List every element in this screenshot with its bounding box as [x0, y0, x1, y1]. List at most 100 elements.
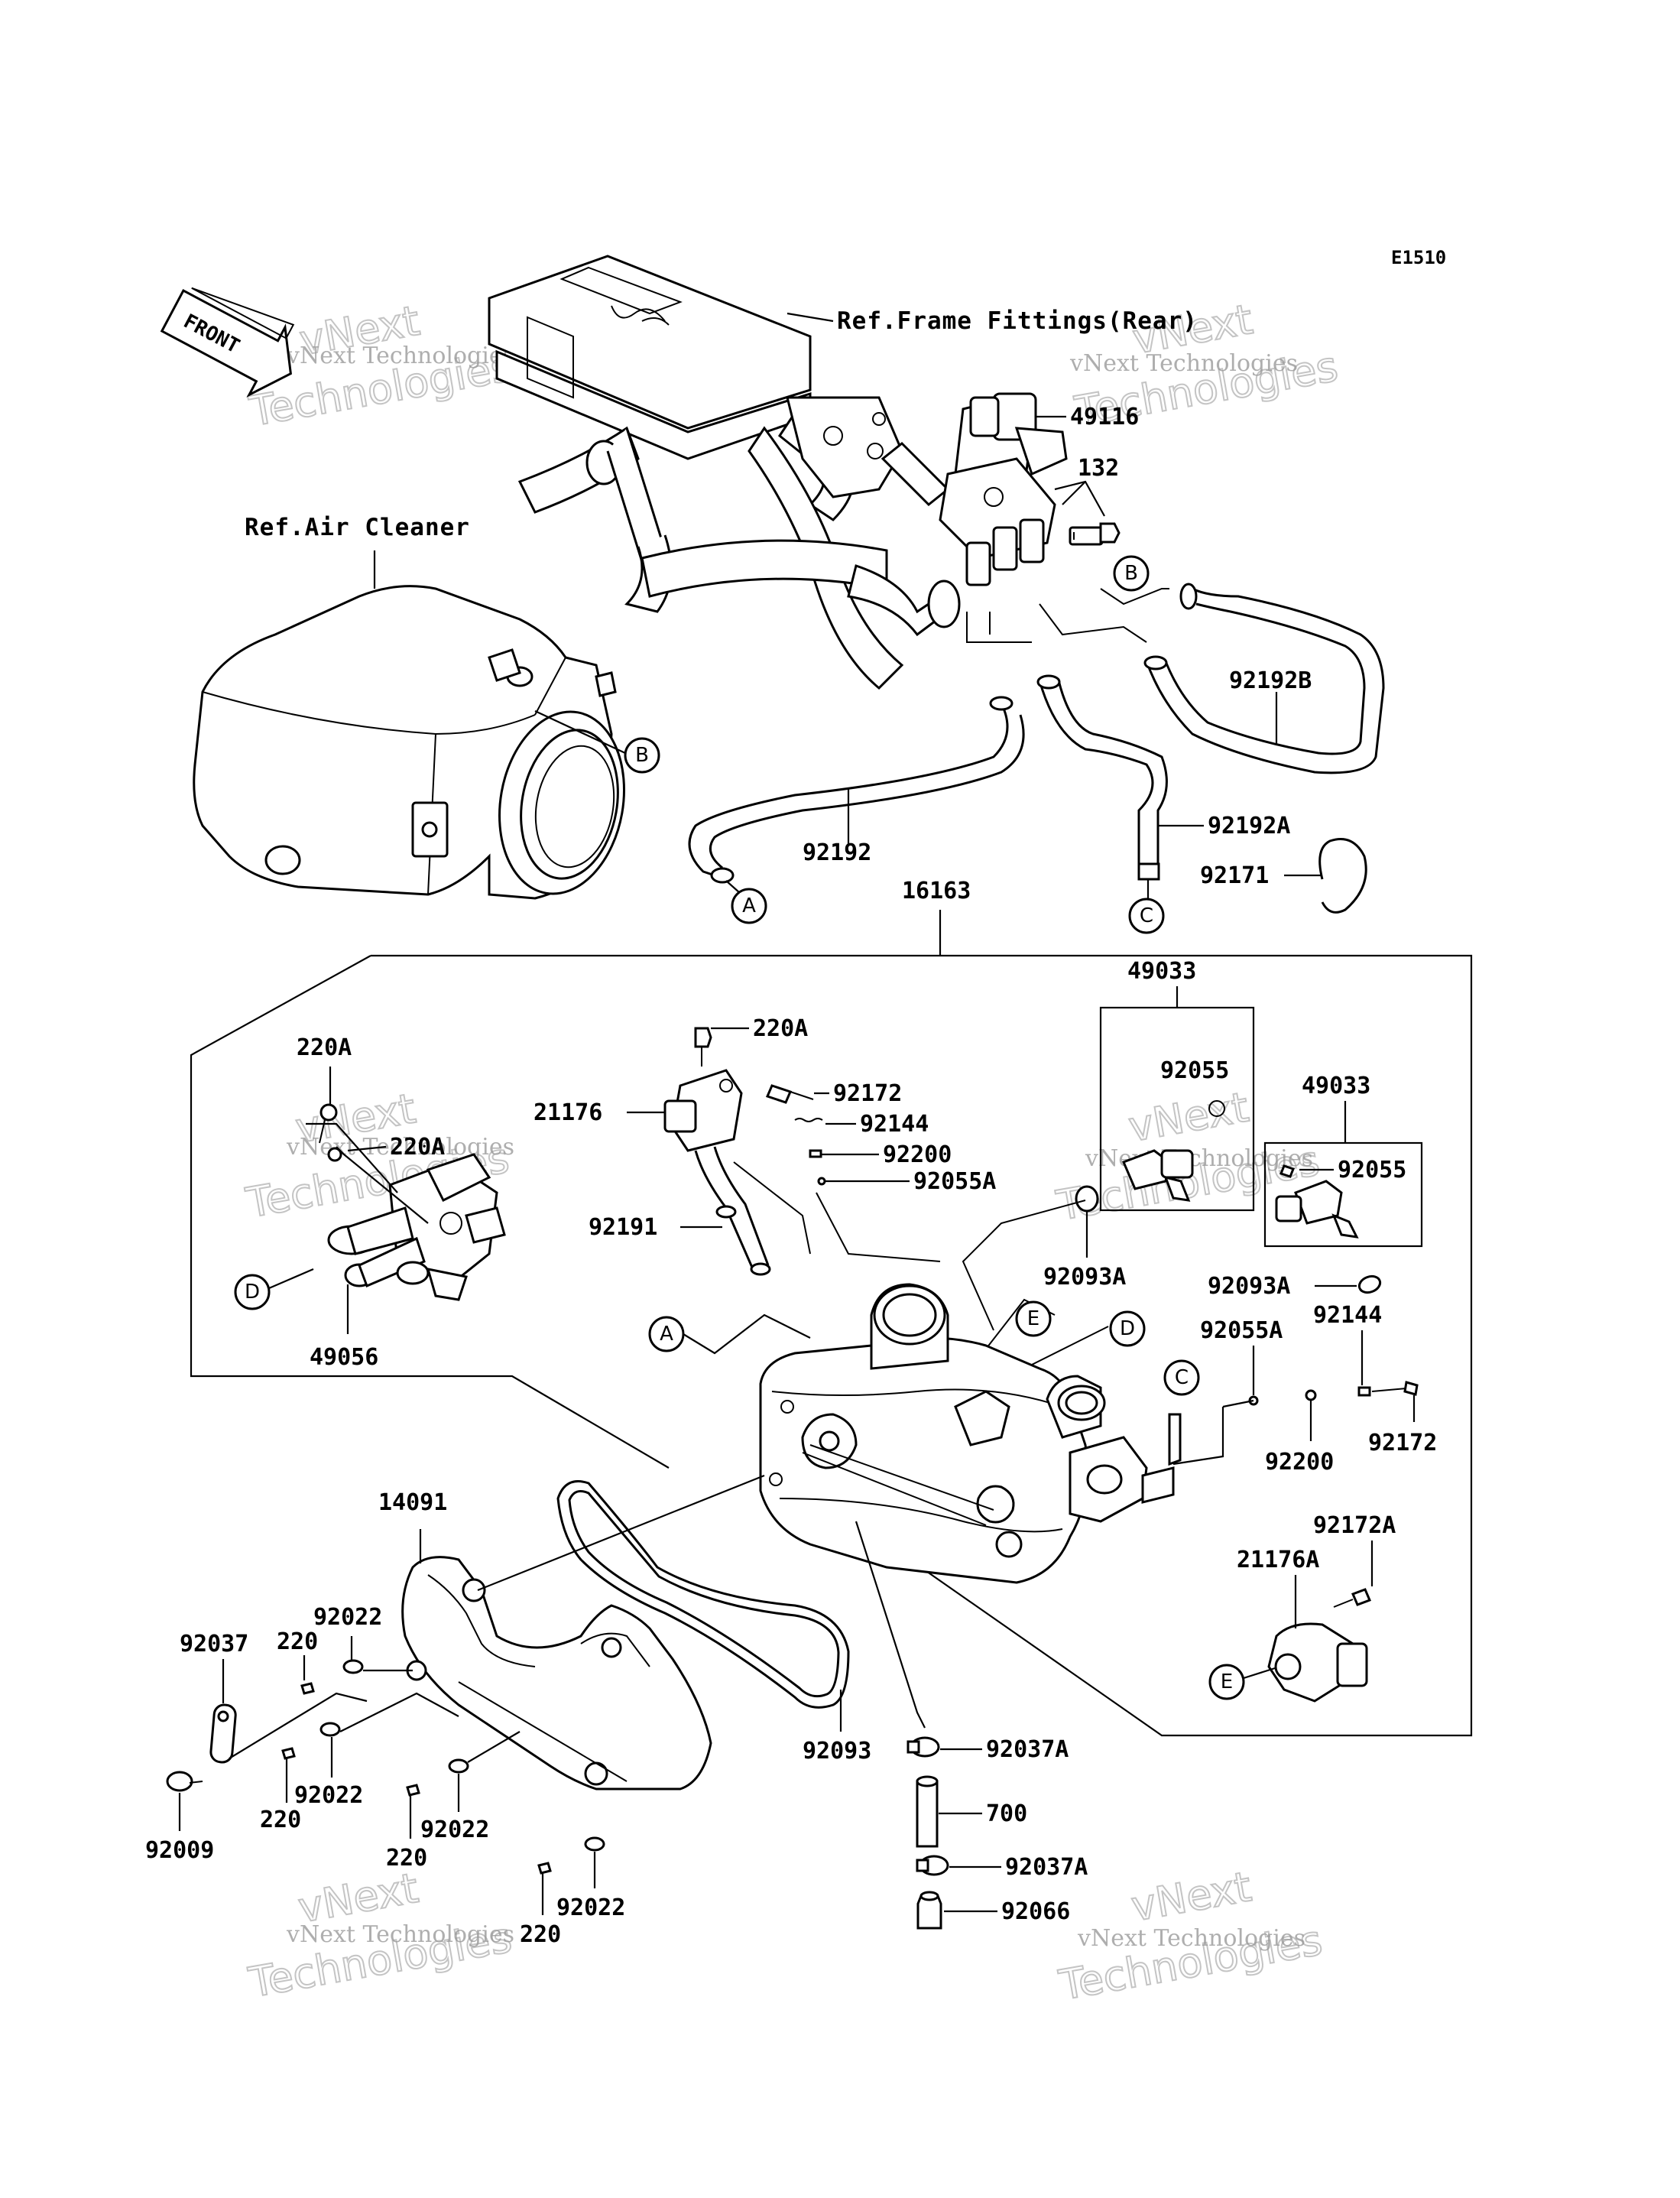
leader-line [786, 312, 834, 323]
svg-text:A: A [742, 894, 756, 917]
watermark-small: vNext Technologies [1077, 1925, 1305, 1952]
part-92055A-label: 92055A [1200, 1317, 1283, 1344]
part-92037A-label: 92037A [1005, 1854, 1088, 1881]
routing-line [1039, 603, 1147, 643]
leader-line [683, 1313, 811, 1355]
connector-a-mid: A [648, 1316, 685, 1352]
part-21176-label: 21176 [534, 1099, 602, 1126]
part-92022-label: 92022 [294, 1782, 363, 1809]
svg-text:C: C [1175, 1366, 1189, 1389]
part-700-label: 700 [986, 1800, 1027, 1827]
part-92192B-label: 92192B [1229, 667, 1312, 694]
watermark-big: vNext [1125, 1083, 1252, 1151]
routing-line [966, 612, 1032, 643]
part-92200-label: 92200 [883, 1141, 952, 1168]
sensor-21176 [663, 1027, 743, 1152]
part-92144-label: 92144 [1313, 1302, 1382, 1329]
part-92093-label: 92093 [803, 1738, 871, 1765]
assembly-outline [190, 955, 670, 1469]
part-92037A-label: 92037A [986, 1736, 1069, 1763]
part-92009-label: 92009 [145, 1837, 214, 1864]
ref-frame-fittings-label: Ref.Frame Fittings(Rear) [837, 307, 1198, 335]
part-16163-label: 16163 [902, 878, 971, 904]
svg-text:E: E [1027, 1307, 1039, 1330]
bracket-92037 [209, 1703, 237, 1764]
connector-e-mid: E [1015, 1300, 1052, 1337]
injector-box-2 [1263, 1141, 1423, 1248]
watermark-small: vNext Technologies [286, 343, 514, 369]
injector-49033-b [1275, 1164, 1359, 1239]
o-ring-icon [1208, 1100, 1225, 1117]
part-220A-label: 220A [297, 1034, 352, 1061]
part-49056-label: 49056 [310, 1344, 378, 1371]
part-92191-label: 92191 [589, 1214, 657, 1241]
part-92066-label: 92066 [1001, 1898, 1070, 1925]
part-92055-label: 92055 [1160, 1057, 1229, 1084]
diagram-code: E1510 [1391, 247, 1446, 268]
leader-line [339, 1692, 459, 1732]
leader-line [725, 880, 741, 894]
routing-line [962, 1200, 1086, 1331]
leader-line [1172, 1407, 1224, 1466]
leader-line [336, 1146, 429, 1224]
leader-line [268, 1268, 314, 1290]
hose-92192A [1036, 674, 1168, 881]
connector-b-left: B [624, 737, 660, 774]
watermark-small: vNext Technologies [1069, 350, 1298, 377]
leader-line [1243, 1667, 1276, 1680]
part-92022-label: 92022 [420, 1817, 489, 1843]
svg-text:A: A [660, 1323, 673, 1346]
part-92093A-label: 92093A [1043, 1264, 1126, 1291]
watermark-small: vNext Technologies [1085, 1145, 1313, 1172]
sensor-21176A [1267, 1588, 1371, 1703]
cover-14091 [401, 1556, 712, 1791]
ref-air-cleaner-label: Ref.Air Cleaner [245, 514, 470, 541]
bolt-92009 [166, 1771, 203, 1792]
air-cleaner-box [193, 585, 625, 900]
connector-d-mid: D [1109, 1310, 1146, 1347]
screw-220A [319, 1103, 342, 1162]
leader-line [534, 710, 626, 754]
bolt-220 [281, 1722, 341, 1760]
routing-line [816, 1192, 941, 1262]
assembly-outline [371, 954, 1473, 1737]
part-92144-label: 92144 [860, 1111, 929, 1138]
seal-92093A [1075, 1185, 1099, 1213]
leader-line [467, 1731, 521, 1763]
air-switching-valve-49116 [939, 392, 1068, 586]
watermark-big: vNext [1127, 1862, 1254, 1930]
part-14091-label: 14091 [378, 1489, 447, 1516]
part-92192-label: 92192 [803, 839, 871, 866]
connector-e-bottom: E [1208, 1664, 1245, 1700]
part-92192A-label: 92192A [1208, 813, 1290, 839]
routing-line [1100, 588, 1169, 606]
svg-text:D: D [1120, 1317, 1135, 1340]
part-220-label: 220 [386, 1845, 427, 1872]
leader-line [1062, 481, 1086, 505]
leader-line [855, 1521, 926, 1729]
adjust-screw-stack-top [765, 1084, 826, 1186]
bolt-220 [406, 1758, 469, 1797]
part-220A-label: 220A [390, 1134, 445, 1161]
throttle-body [759, 1283, 1182, 1584]
clamp-92037A [916, 1855, 949, 1876]
sensor-49056 [327, 1153, 506, 1301]
svg-text:C: C [1140, 904, 1153, 927]
part-21176A-label: 21176A [1237, 1547, 1319, 1573]
bolt-220 [537, 1836, 605, 1875]
adjust-screw-stack-right [1248, 1381, 1419, 1406]
leader-line [306, 1122, 398, 1193]
svg-text:E: E [1221, 1670, 1233, 1693]
svg-text:D: D [245, 1281, 260, 1304]
connector-a-top: A [731, 888, 767, 924]
rear-frame-fitting [488, 255, 961, 690]
connector-d-left: D [234, 1274, 271, 1310]
part-132-label: 132 [1078, 455, 1119, 482]
part-92022-label: 92022 [313, 1604, 382, 1631]
part-220-label: 220 [260, 1807, 301, 1833]
hose-92192 [688, 696, 1025, 884]
belt-92093 [556, 1480, 850, 1709]
watermark-small: vNext Technologies [286, 1921, 514, 1948]
hose-700 [916, 1775, 939, 1848]
